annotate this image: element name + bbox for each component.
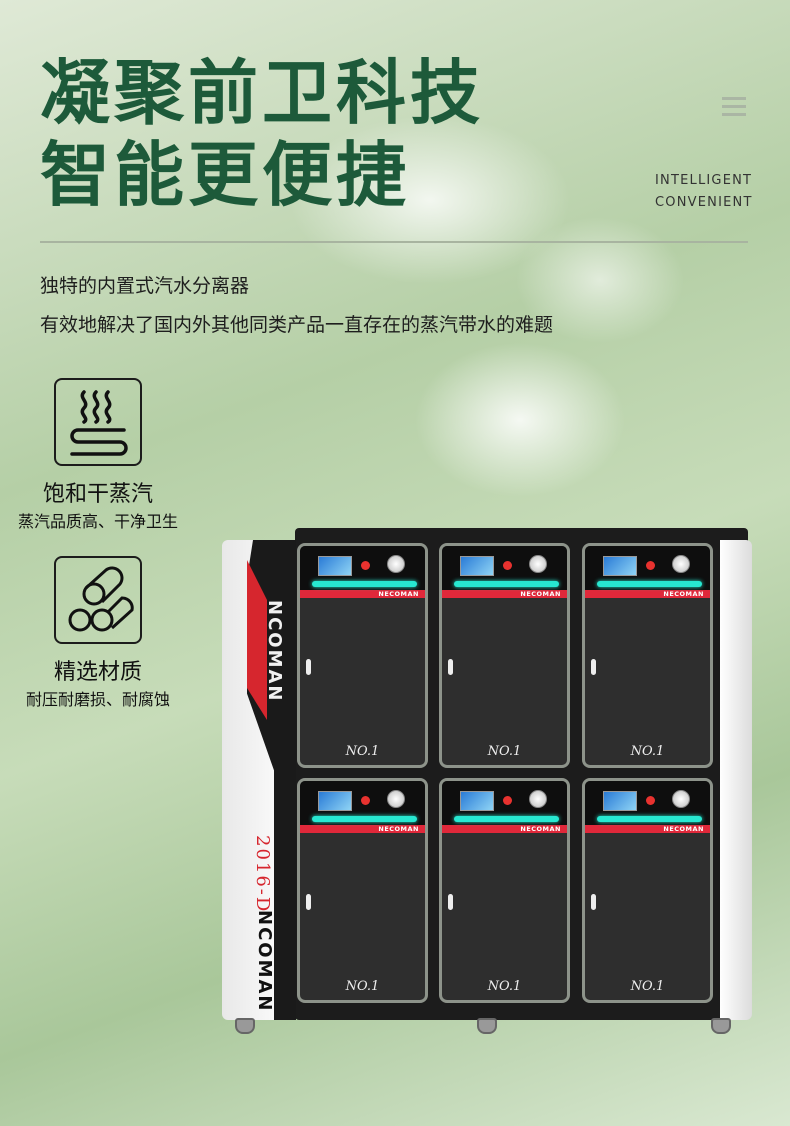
brand-band: NECOMAN <box>300 590 425 598</box>
pressure-gauge <box>387 790 405 808</box>
intro-line-2: 有效地解决了国内外其他同类产品一直存在的蒸汽带水的难题 <box>40 314 554 336</box>
status-light-bar <box>454 816 559 822</box>
control-panel <box>300 546 425 590</box>
cabinet-door[interactable]: NECOMAN NO.1 <box>439 543 570 768</box>
brand-band: NECOMAN <box>585 825 710 833</box>
caster-wheel <box>711 1018 731 1034</box>
cabinet-door[interactable]: NECOMAN NO.1 <box>582 778 713 1003</box>
english-tagline-1: INTELLIGENT <box>655 173 753 188</box>
door-handle[interactable] <box>591 659 596 675</box>
door-handle[interactable] <box>448 659 453 675</box>
door-handle[interactable] <box>306 659 311 675</box>
status-light-bar <box>597 816 702 822</box>
brand-band: NECOMAN <box>300 825 425 833</box>
door-number: NO.1 <box>487 979 522 994</box>
indicator-lamp <box>646 796 655 805</box>
control-panel <box>300 781 425 825</box>
door-number: NO.1 <box>630 979 665 994</box>
brand-logo-bottom: NCOMAN <box>254 910 275 1013</box>
status-light-bar <box>597 581 702 587</box>
cabinet-door[interactable]: NECOMAN NO.1 <box>439 778 570 1003</box>
right-side-panel <box>720 540 752 1020</box>
cabinet-door[interactable]: NECOMAN NO.1 <box>582 543 713 768</box>
cabinet-door[interactable]: NECOMAN NO.1 <box>297 543 428 768</box>
headline-line-2: 智能更便捷 <box>40 134 410 216</box>
control-panel <box>585 781 710 825</box>
feature-title: 饱和干蒸汽 <box>42 482 153 507</box>
door-handle[interactable] <box>448 894 453 910</box>
pressure-gauge <box>387 555 405 573</box>
control-panel <box>442 546 567 590</box>
status-light-bar <box>454 581 559 587</box>
caster-wheel <box>235 1018 255 1034</box>
display-screen[interactable] <box>318 791 352 811</box>
english-tagline-2: CONVENIENT <box>655 195 753 210</box>
steam-icon <box>54 378 142 466</box>
control-panel <box>442 781 567 825</box>
indicator-lamp <box>503 561 512 570</box>
pipes-icon <box>54 556 142 644</box>
door-handle[interactable] <box>591 894 596 910</box>
control-panel <box>585 546 710 590</box>
feature-subtitle: 蒸汽品质高、干净卫生 <box>17 512 178 531</box>
pressure-gauge <box>529 555 547 573</box>
display-screen[interactable] <box>460 556 494 576</box>
left-side-panel: NCOMAN 2016-D NCOMAN <box>222 540 296 1020</box>
menu-icon[interactable] <box>722 97 746 117</box>
door-number: NO.1 <box>345 979 380 994</box>
feature-title: 精选材质 <box>53 660 142 685</box>
brand-band: NECOMAN <box>442 825 567 833</box>
cabinet-door[interactable]: NECOMAN NO.1 <box>297 778 428 1003</box>
headline-line-1: 凝聚前卫科技 <box>40 52 484 134</box>
status-light-bar <box>312 816 417 822</box>
pressure-gauge <box>529 790 547 808</box>
brand-band: NECOMAN <box>585 590 710 598</box>
pressure-gauge <box>672 555 690 573</box>
caster-wheel <box>477 1018 497 1034</box>
display-screen[interactable] <box>460 791 494 811</box>
pressure-gauge <box>672 790 690 808</box>
intro-line-1: 独特的内置式汽水分离器 <box>40 275 250 297</box>
door-number: NO.1 <box>630 744 665 759</box>
steam-generator-cabinet: NCOMAN 2016-D NCOMAN NECOMAN NO.1 NECOMA… <box>220 528 752 1036</box>
display-screen[interactable] <box>603 791 637 811</box>
feature-subtitle: 耐压耐磨损、耐腐蚀 <box>25 690 170 709</box>
display-screen[interactable] <box>318 556 352 576</box>
indicator-lamp <box>503 796 512 805</box>
status-light-bar <box>312 581 417 587</box>
indicator-lamp <box>361 796 370 805</box>
model-number: 2016-D <box>252 835 273 914</box>
brand-logo: NCOMAN <box>264 600 285 703</box>
divider <box>40 241 748 243</box>
display-screen[interactable] <box>603 556 637 576</box>
indicator-lamp <box>361 561 370 570</box>
indicator-lamp <box>646 561 655 570</box>
door-number: NO.1 <box>487 744 522 759</box>
brand-band: NECOMAN <box>442 590 567 598</box>
door-handle[interactable] <box>306 894 311 910</box>
door-number: NO.1 <box>345 744 380 759</box>
